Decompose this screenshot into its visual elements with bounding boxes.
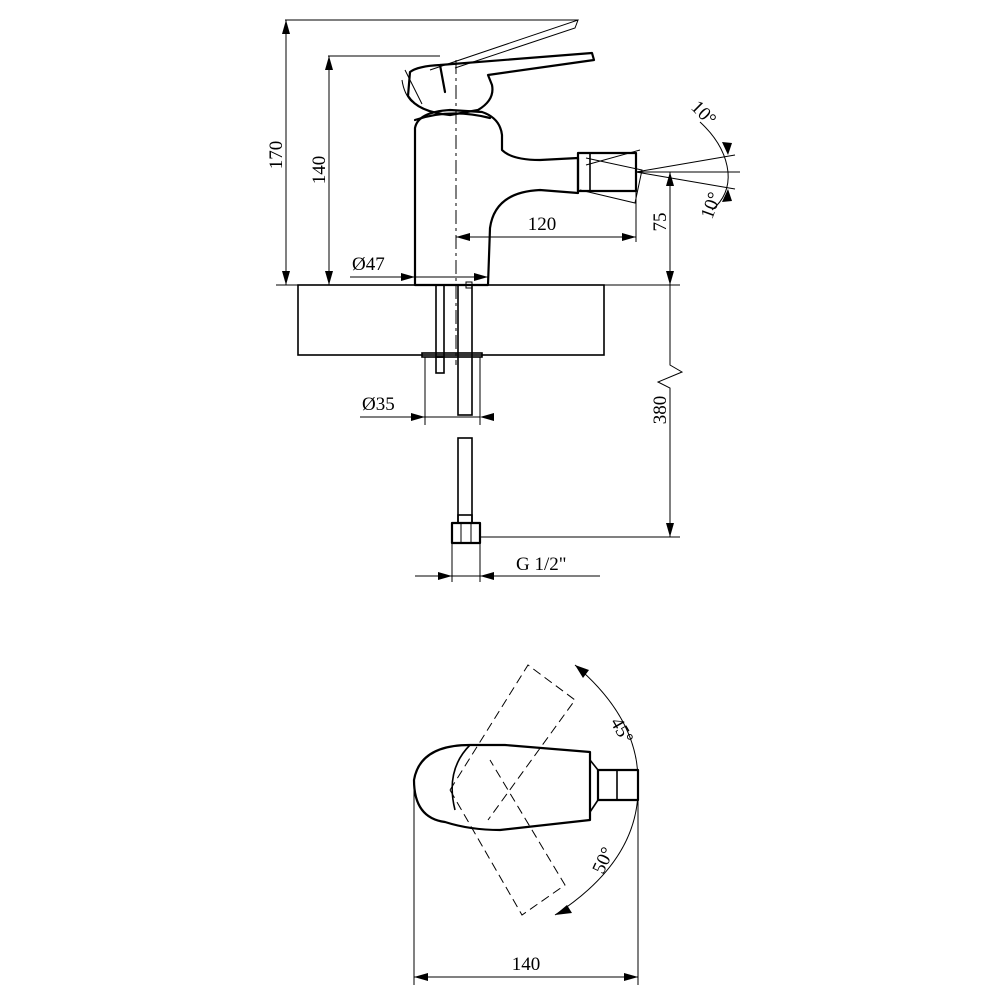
lever-rotation-ghosts [449,664,576,916]
dimension-total-height: 170 [266,19,578,285]
dimension-tilt-angles: 10° 10° [635,97,736,222]
dimension-hole-diameter: Ø35 [360,357,494,425]
dimension-label-170: 170 [266,141,287,170]
dimension-connection-thread: G 1/2" [415,543,600,582]
angle-label-50: 50° [588,844,618,877]
dimension-label-140-top: 140 [512,954,541,975]
dimension-hose-length: 380 [480,285,684,538]
top-view-body [412,743,640,832]
dimension-label-g12: G 1/2" [516,554,567,575]
angle-label-up: 10° [686,97,720,131]
dimension-total-width: 140 [413,780,639,985]
dimension-spout-height: 140 [309,55,440,285]
top-view: 45° 50° 140 [412,664,640,985]
angle-label-down: 10° [697,190,726,222]
dimension-label-o47: Ø47 [352,254,385,275]
dimension-outlet-height: 75 [636,171,740,285]
countertop-section [276,284,680,356]
angle-label-45: 45° [606,714,637,748]
dimension-spout-reach: 120 [456,191,637,242]
dimension-label-75: 75 [650,213,671,232]
dimension-label-380: 380 [650,396,671,425]
dimension-rotation-angles: 45° 50° [554,664,639,916]
dimension-body-diameter: Ø47 [350,254,488,281]
dimension-label-140-side: 140 [309,156,330,185]
dimension-label-120: 120 [528,214,557,235]
dimension-label-o35: Ø35 [362,394,395,415]
mounting-hardware [421,281,483,545]
faucet-body [401,19,643,287]
side-view: 170 140 120 Ø47 [266,19,740,582]
